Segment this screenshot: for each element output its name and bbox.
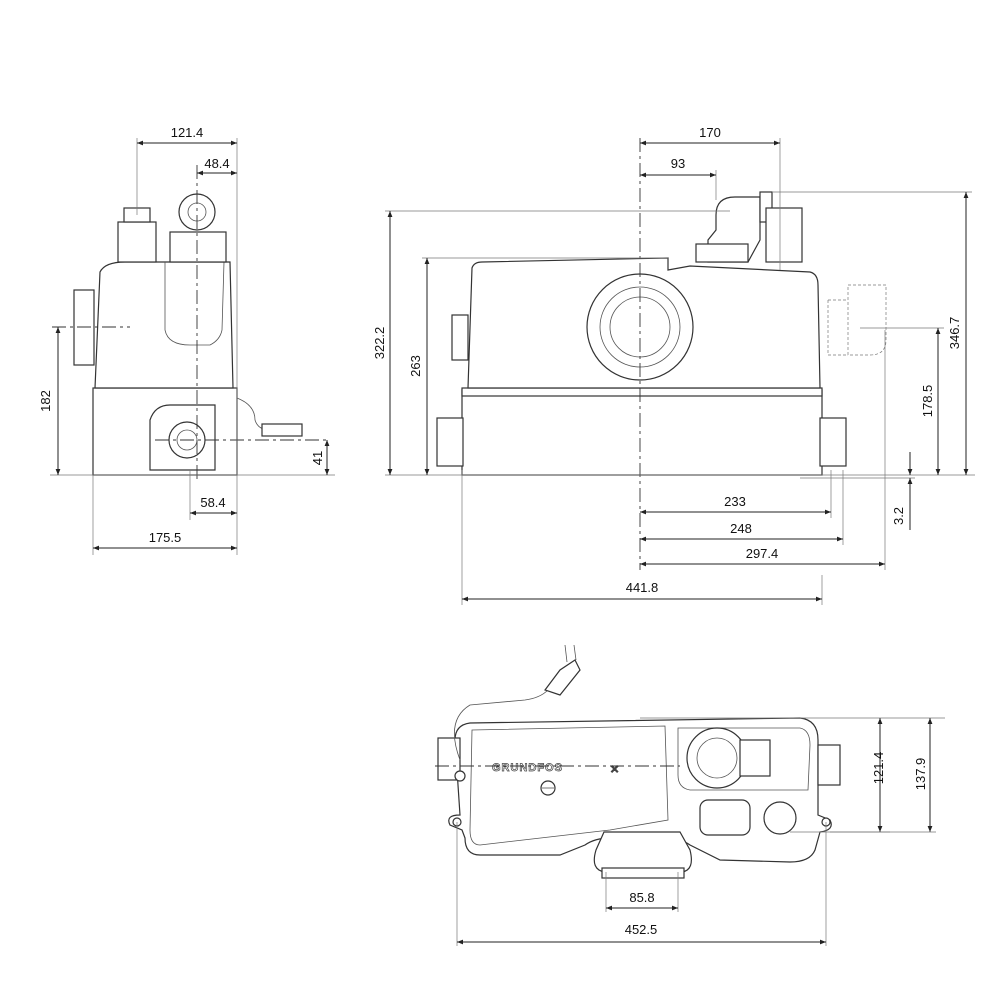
dim-label: 137.9 (913, 758, 928, 791)
dim-label: 41 (310, 451, 325, 465)
side-inlet-flange (73, 289, 95, 366)
dim-label: 175.5 (149, 530, 182, 545)
side-outlet-clamp (117, 221, 157, 263)
top-power-plug (544, 659, 581, 696)
top-bottom-outlet (763, 801, 797, 835)
top-outlet-clamp (739, 739, 771, 777)
top-lid (469, 725, 669, 846)
top-right-inlet (817, 744, 841, 786)
dim-label: 263 (408, 355, 423, 377)
side-elbow-base (169, 231, 227, 263)
left-inlet (436, 417, 464, 467)
right-inlet (819, 417, 847, 467)
top-bellows-clamp (601, 867, 685, 879)
dim-label: 48.4 (204, 156, 229, 171)
dim-label: 3.2 (891, 507, 906, 525)
top-bellows (593, 831, 692, 873)
dim-label: 121.4 (871, 752, 886, 785)
dim-label: 248 (730, 521, 752, 536)
dim-label: 93 (671, 156, 685, 171)
top-outlet-ring (686, 727, 748, 789)
dim-label: 121.4 (171, 125, 204, 140)
power-plug (261, 423, 303, 437)
top-view: GRUNDFOS ✕ 121.4 137.9 85.8 45 (435, 644, 945, 946)
dim-label: 441.8 (626, 580, 659, 595)
dim-label: 85.8 (629, 890, 654, 905)
grundfos-x-mark: ✕ (610, 764, 620, 776)
dim-label: 170 (699, 125, 721, 140)
dim-label: 182 (38, 390, 53, 412)
dim-label: 452.5 (625, 922, 658, 937)
front-base (461, 389, 823, 476)
side-housing (164, 261, 225, 346)
optional-inlet-dashed (827, 284, 887, 356)
control-box (451, 314, 469, 361)
top-power-cable (454, 689, 549, 761)
dim-label: 58.4 (200, 495, 225, 510)
side-tank (94, 261, 234, 389)
dim-label: 233 (724, 494, 746, 509)
dim-label: 178.5 (920, 385, 935, 418)
front-view: 170 93 322.2 263 346.7 178.5 3.2 233 248… (372, 125, 975, 605)
grundfos-logo: GRUNDFOS (492, 762, 563, 774)
dim-label: 346.7 (947, 317, 962, 350)
dim-label: 322.2 (372, 327, 387, 360)
side-view: 121.4 48.4 182 41 58.4 175.5 (38, 125, 335, 555)
vertical-outlet (765, 207, 803, 263)
top-cover-plate (699, 799, 751, 836)
dim-label: 297.4 (746, 546, 779, 561)
